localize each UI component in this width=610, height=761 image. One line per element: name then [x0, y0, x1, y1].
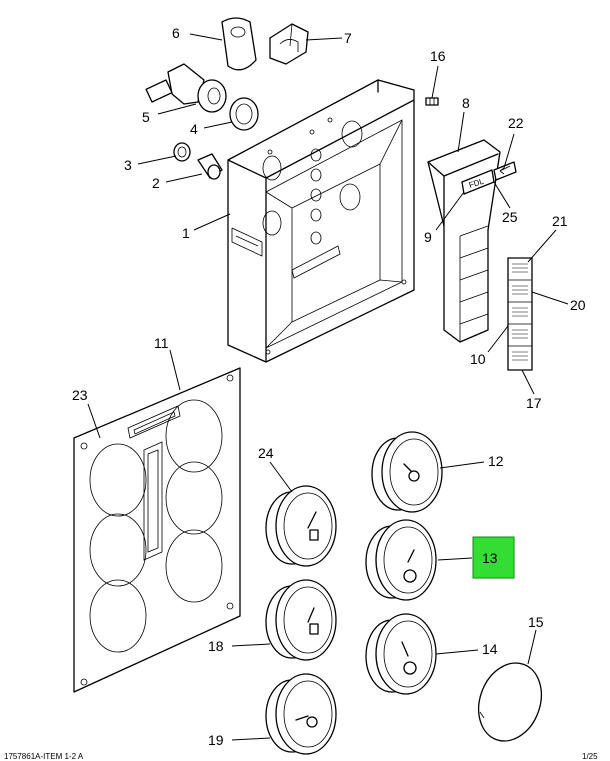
part-4-o-ring: [229, 97, 259, 131]
callout-11[interactable]: 11: [154, 335, 169, 351]
housing-box: [227, 79, 415, 363]
callout-6[interactable]: 6: [172, 25, 180, 41]
gauge-19: [265, 673, 337, 755]
gauge-13: [365, 519, 437, 601]
callout-21[interactable]: 21: [552, 213, 568, 229]
callout-10[interactable]: 10: [470, 351, 486, 367]
callout-20[interactable]: 20: [570, 297, 586, 313]
callout-4[interactable]: 4: [190, 121, 198, 137]
callout-24[interactable]: 24: [258, 445, 274, 461]
callout-17[interactable]: 17: [526, 395, 542, 411]
highlight-box-13: [472, 536, 515, 579]
callout-8[interactable]: 8: [462, 95, 470, 111]
callout-12[interactable]: 12: [488, 453, 504, 469]
part-7-clamp: [269, 23, 309, 65]
callout-5[interactable]: 5: [142, 109, 150, 125]
part-20-decal-strip: [507, 257, 533, 371]
callout-18[interactable]: 18: [208, 638, 224, 654]
callout-7[interactable]: 7: [344, 30, 352, 46]
part-3-plug: [173, 142, 191, 162]
callout-2[interactable]: 2: [152, 175, 160, 191]
callout-1[interactable]: 1: [182, 225, 190, 241]
callout-labels: 6 7 5 4 3 2 1 16 8 22 9 25 21 20 10 17 1…: [72, 25, 586, 748]
part-8-bracket: [427, 139, 501, 343]
footer-page: 1/25: [582, 752, 598, 761]
callout-9[interactable]: 9: [424, 229, 432, 245]
part-15-cover: [478, 662, 542, 742]
callout-23[interactable]: 23: [72, 387, 88, 403]
gauge-14: [365, 613, 437, 695]
callout-25[interactable]: 25: [502, 209, 518, 225]
part-11-gauge-panel: [73, 367, 241, 693]
part-16-screw: [425, 97, 439, 106]
callout-13[interactable]: 13: [482, 550, 498, 566]
gauge-12: [371, 431, 443, 513]
callout-15[interactable]: 15: [528, 614, 544, 630]
leader-lines: [87, 33, 569, 741]
footer-drawing-id: 1757861A-ITEM 1-2 A: [4, 752, 84, 761]
callout-22[interactable]: 22: [508, 115, 524, 131]
gauge-24: [265, 485, 337, 567]
part-22-arrow-tag: [493, 161, 517, 181]
part-2-bulb: [197, 153, 223, 180]
gauge-18: [265, 579, 337, 661]
part-6-gasket: [221, 17, 257, 71]
callout-16[interactable]: 16: [430, 48, 446, 64]
callout-3[interactable]: 3: [124, 157, 132, 173]
callout-19[interactable]: 19: [208, 732, 224, 748]
callout-14[interactable]: 14: [482, 641, 498, 657]
part-5-elbow-fitting: [145, 63, 227, 113]
